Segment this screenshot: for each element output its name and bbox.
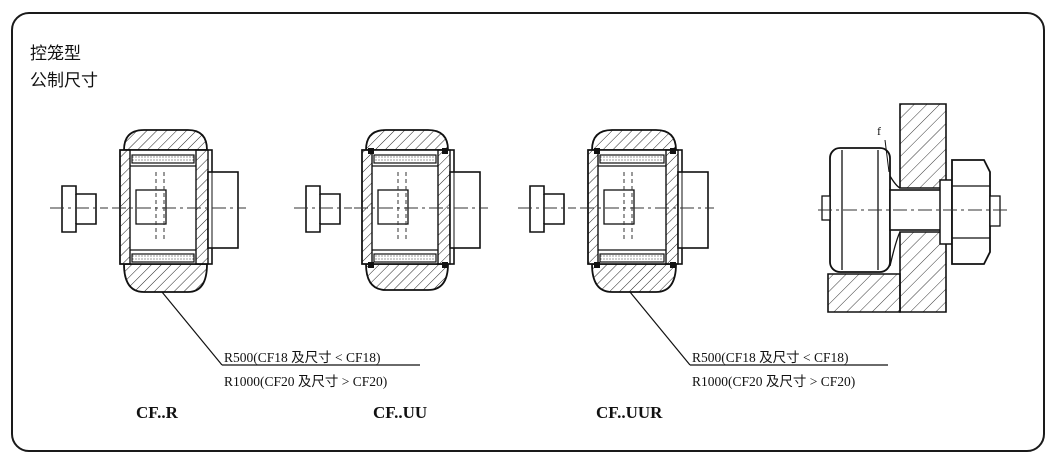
- note-left-r1000: R1000(CF20 及尺寸 > CF20): [224, 374, 388, 389]
- sealing-plug-1: [61, 185, 97, 233]
- bearing-cf-uur: [518, 129, 714, 293]
- caption-cf-uur: CF..UUR: [596, 403, 663, 422]
- fillet-label: f: [877, 124, 881, 138]
- sealing-plug-2: [305, 185, 341, 233]
- title-metric-size: 公制尺寸: [30, 71, 98, 91]
- caption-cf-uu: CF..UU: [373, 403, 428, 422]
- caption-cf-r: CF..R: [136, 403, 178, 422]
- title-cage-type: 控笼型: [30, 44, 81, 64]
- sealing-plug-3: [529, 185, 565, 233]
- bearing-cf-uu: [294, 129, 488, 291]
- leader-lines: [161, 291, 888, 366]
- mounting-view: [818, 103, 1008, 313]
- note-right-r500: R500(CF18 及尺寸 < CF18): [692, 350, 849, 365]
- note-right-r1000: R1000(CF20 及尺寸 > CF20): [692, 374, 856, 389]
- bearing-cf-r: [50, 129, 246, 293]
- note-left-r500: R500(CF18 及尺寸 < CF18): [224, 350, 381, 365]
